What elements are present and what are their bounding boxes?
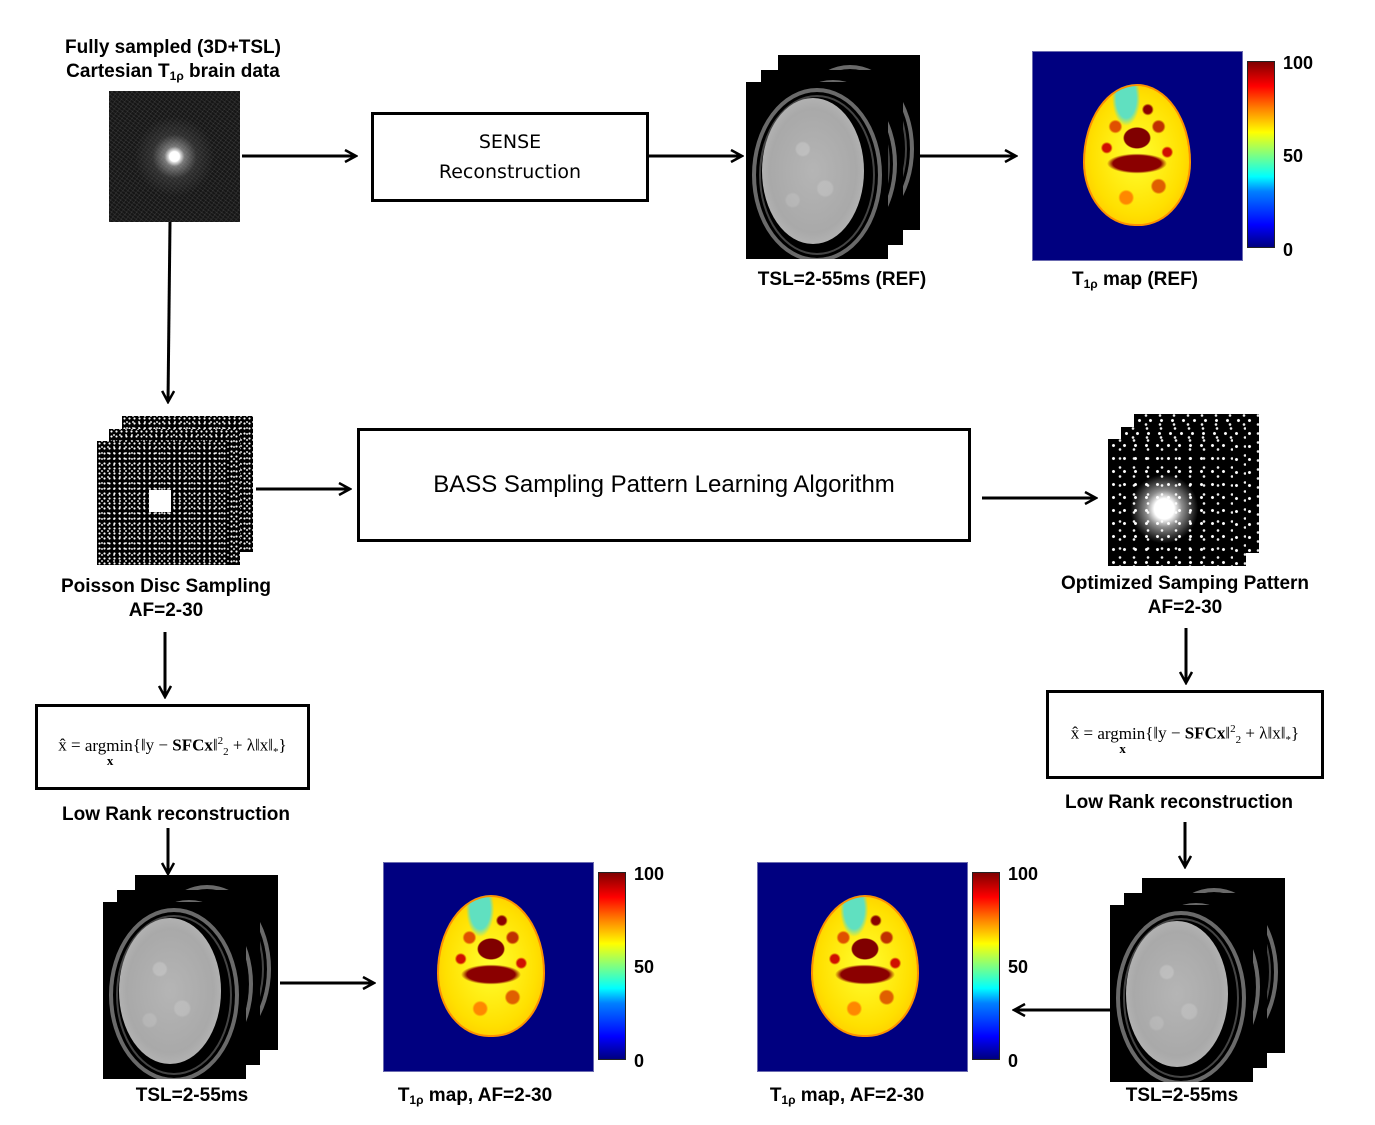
recon-left-label: TSL=2-55ms [135,1085,249,1106]
input-title-line1: Fully sampled (3D+TSL) [65,37,281,58]
map-right-label: T1ρ map, AF=2-30 [752,1084,942,1112]
eq-body: {‖y − [132,736,173,756]
ref-map-label-post: map (REF) [1097,269,1198,290]
ref-colorbar-tick-50: 50 [1283,146,1304,166]
mri-slice-front [746,82,888,259]
mri-slice-front [103,902,246,1079]
sense-reconstruction-box: SENSE Reconstruction [371,112,649,202]
eq-bold-term: SFCx [1184,723,1226,743]
poisson-label-line2: AF=2-30 [128,600,204,621]
optimized-label-line2: AF=2-30 [1147,597,1223,618]
eq-reg: + λ‖x‖ [1241,723,1286,743]
eq-op-under: x [1119,740,1126,756]
eq-sup: 2 [1230,722,1236,735]
low-rank-label-right: Low Rank reconstruction [1064,792,1294,813]
colorbar-left-tick-50: 50 [634,957,655,977]
eq-sub: 2 [1235,734,1242,747]
k-space-image [109,91,240,222]
sense-box-line2: Reconstruction [438,161,582,183]
eq-body: {‖y − [1145,723,1185,743]
t1rho-map-right [757,862,968,1072]
input-title: Fully sampled (3D+TSL) Cartesian T1ρ bra… [40,36,306,88]
input-title-text: Cartesian T [66,61,170,82]
eq-reg-sub: * [273,746,279,759]
poisson-mask-stack [97,416,253,566]
ref-colorbar-tick-0: 0 [1283,240,1294,260]
eq-reg: + λ‖x‖ [228,736,274,756]
eq-sub: 2 [223,746,229,759]
optimized-label: Optimized Samping Pattern AF=2-30 [1040,572,1330,620]
colorbar-right-tick-100: 100 [1008,864,1039,884]
recon-left-image-stack [103,875,278,1080]
eq-norm: ‖ [1225,723,1231,743]
ref-image-stack [746,55,921,260]
ref-colorbar-tick-100: 100 [1283,53,1314,73]
eq-op: argmin [84,736,133,756]
eq-lhs: x̂ = [1070,723,1098,743]
poisson-mask-front [97,441,228,565]
eq-sup: 2 [217,735,224,748]
input-title-text-post: brain data [183,61,280,82]
recon-right-image-stack [1110,878,1285,1083]
colorbar-left-tick-0: 0 [634,1051,645,1071]
ref-t1rho-map [1032,51,1243,261]
poisson-label: Poisson Disc Sampling AF=2-30 [30,575,302,623]
colorbar-left-tick-100: 100 [634,864,665,884]
map-left-label-sub: 1ρ [409,1093,424,1107]
optimized-label-line1: Optimized Samping Pattern [1060,573,1310,594]
ref-map-label: T1ρ map (REF) [1040,268,1230,296]
ref-map-label-sub: 1ρ [1083,277,1098,291]
map-right-label-sub: 1ρ [781,1093,796,1107]
eq-op: argmin [1097,723,1146,743]
colorbar-left [598,872,626,1060]
ref-colorbar [1247,61,1275,248]
optimized-mask-front [1108,439,1233,566]
eq-lhs: x̂ = [58,736,85,756]
t1rho-map-left [383,862,594,1072]
ref-map-label-pre: T [1072,269,1084,290]
bass-box-label: BASS Sampling Pattern Learning Algorithm [433,471,895,498]
low-rank-label-left: Low Rank reconstruction [61,804,291,825]
eq-bold-term: SFCx [172,736,213,756]
colorbar-right-tick-0: 0 [1008,1051,1019,1071]
map-right-label-pre: T [769,1085,782,1106]
fully-sampled-center [149,490,171,512]
poisson-label-line1: Poisson Disc Sampling [60,576,272,597]
mri-slice-front [1110,905,1253,1082]
map-left-label-post: map, AF=2-30 [423,1085,553,1106]
bass-algorithm-box: BASS Sampling Pattern Learning Algorithm [357,428,971,542]
recon-right-label: TSL=2-55ms [1125,1085,1239,1106]
colorbar-right-tick-50: 50 [1008,957,1029,977]
arrow-input-to-poisson [168,221,170,402]
eq-close: } [1291,723,1300,743]
eq-reg-sub: * [1285,734,1292,747]
map-left-label-pre: T [397,1085,410,1106]
colorbar-right [972,872,1000,1060]
optimized-mask-stack [1108,414,1260,566]
input-title-sub: 1ρ [169,69,184,83]
map-right-label-post: map, AF=2-30 [795,1085,925,1106]
eq-op-under: x [106,753,114,769]
map-left-label: T1ρ map, AF=2-30 [380,1084,570,1112]
sense-box-line1: SENSE [478,131,542,153]
input-title-line2: Cartesian T1ρ brain data [40,60,306,88]
eq-norm: ‖ [212,736,218,756]
eq-close: } [278,736,287,756]
ref-images-label: TSL=2-55ms (REF) [757,269,927,290]
